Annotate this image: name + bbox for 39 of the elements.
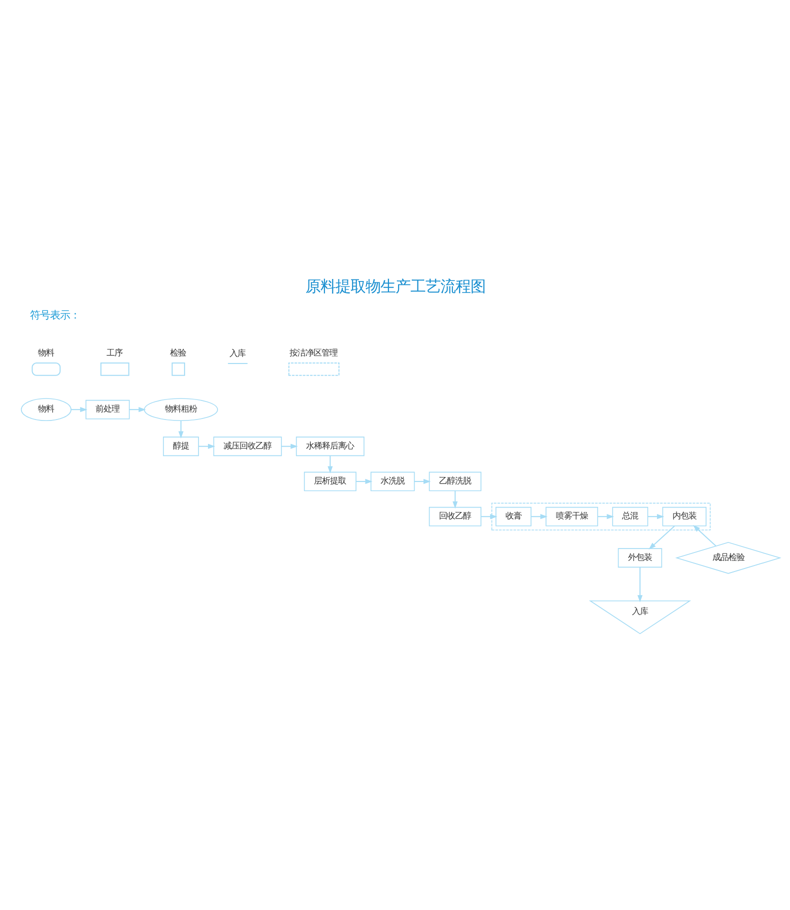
arrow — [128, 406, 146, 412]
node-box: 乙醇洗脱 — [428, 471, 481, 491]
legend-label: 物料 — [37, 347, 54, 358]
node-box: 外包装 — [617, 548, 662, 568]
legend-label: 按洁净区管理 — [288, 347, 337, 358]
legend-label: 入库 — [228, 348, 245, 358]
arrow — [480, 514, 497, 519]
legend-label: 工序 — [106, 347, 122, 358]
node-box: 前处理 — [85, 399, 130, 419]
arrow — [636, 566, 642, 602]
arrow — [692, 524, 716, 546]
node-box: 层析提取 — [303, 471, 356, 491]
legend-label: 检验 — [170, 347, 186, 358]
node-ellipse: 物料粗粉 — [143, 398, 218, 421]
node-box: 水洗脱 — [370, 471, 414, 491]
arrow — [647, 514, 664, 519]
arrow — [280, 443, 298, 448]
node-box: 回收乙醇 — [428, 506, 481, 526]
diagram-title: 原料提取物生产工艺流程图 — [305, 277, 485, 296]
arrow — [648, 525, 674, 549]
node-box: 醇提 — [162, 436, 198, 456]
node-ellipse: 物料 — [20, 398, 71, 421]
node-diamond: 成品检验 — [674, 541, 781, 574]
node-box: 收膏 — [495, 506, 531, 526]
arrow — [452, 490, 458, 508]
arrow — [198, 443, 215, 448]
arrow — [356, 478, 372, 484]
node-box: 总混 — [612, 506, 648, 526]
arrow — [178, 420, 183, 438]
node-box: 喷雾干燥 — [545, 506, 598, 526]
arrow — [597, 514, 614, 519]
label: 符号表示： — [29, 309, 80, 322]
arrow — [70, 406, 87, 412]
node-box: 减压回收乙醇 — [212, 436, 282, 456]
arrow — [414, 478, 430, 484]
arrow — [530, 514, 548, 519]
node-box: 内包装 — [662, 506, 706, 526]
arrow — [327, 455, 332, 473]
node-box: 水稀释后离心 — [295, 436, 364, 456]
